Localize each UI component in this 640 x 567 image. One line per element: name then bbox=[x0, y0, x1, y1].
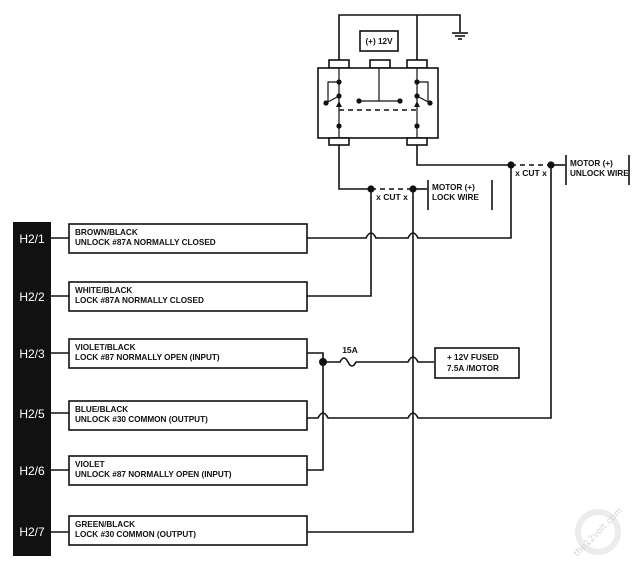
relay-body bbox=[317, 67, 439, 139]
wire-h2-1 bbox=[307, 165, 512, 239]
pin-label: H2/6 bbox=[19, 464, 45, 478]
pin-color: VIOLET/BLACK bbox=[75, 343, 136, 352]
pin-row-h2-7: H2/7 GREEN/BLACK LOCK #30 COMMON (OUTPUT… bbox=[19, 515, 308, 546]
power-source-box: + 12V FUSED 7.5A /MOTOR bbox=[434, 347, 520, 379]
relay-block bbox=[317, 59, 439, 146]
pin-row-h2-6: H2/6 VIOLET UNLOCK #87 NORMALLY OPEN (IN… bbox=[19, 455, 308, 486]
pin-color: WHITE/BLACK bbox=[75, 286, 132, 295]
pin-color: GREEN/BLACK bbox=[75, 520, 135, 529]
pin-function: LOCK #30 COMMON (OUTPUT) bbox=[75, 530, 196, 539]
pin-function: UNLOCK #30 COMMON (OUTPUT) bbox=[75, 415, 208, 424]
ground-icon bbox=[452, 32, 468, 40]
supply-label: (+) 12V bbox=[365, 37, 393, 46]
pin-label: H2/3 bbox=[19, 347, 45, 361]
pin-function: LOCK #87A NORMALLY CLOSED bbox=[75, 296, 204, 305]
pin-function: UNLOCK #87 NORMALLY OPEN (INPUT) bbox=[75, 470, 232, 479]
lock-cut-label: x CUT x bbox=[376, 192, 408, 202]
pin-color: BLUE/BLACK bbox=[75, 405, 128, 414]
relay-terminal-bottom-left bbox=[328, 137, 350, 146]
lock-wire-label-line2: LOCK WIRE bbox=[432, 193, 479, 202]
wire-h2-3-h2-6 bbox=[307, 352, 324, 471]
wire-h2-7 bbox=[307, 189, 414, 533]
power-box-line2: 7.5A /MOTOR bbox=[447, 364, 499, 373]
fuse-wire bbox=[323, 356, 434, 367]
pin-row-h2-5: H2/5 BLUE/BLACK UNLOCK #30 COMMON (OUTPU… bbox=[19, 400, 308, 431]
lock-wire-label-line1: MOTOR (+) bbox=[432, 183, 475, 192]
unlock-wire-label-line1: MOTOR (+) bbox=[570, 159, 613, 168]
connector-h2 bbox=[13, 222, 51, 556]
pin-label: H2/1 bbox=[19, 232, 45, 246]
pin-row-h2-3: H2/3 VIOLET/BLACK LOCK #87 NORMALLY OPEN… bbox=[19, 338, 308, 369]
pin-label: H2/5 bbox=[19, 407, 45, 421]
unlock-cut-label: x CUT x bbox=[515, 168, 547, 178]
power-box-line1: + 12V FUSED bbox=[447, 353, 499, 362]
wire-h2-2 bbox=[307, 189, 372, 297]
pin-function: LOCK #87 NORMALLY OPEN (INPUT) bbox=[75, 353, 220, 362]
watermark: the12volt.com bbox=[572, 506, 625, 559]
supply-label-box: (+) 12V bbox=[359, 30, 399, 52]
wire-h2-5 bbox=[307, 165, 552, 419]
unlock-motor-wire: x CUT x MOTOR (+) UNLOCK WIRE bbox=[416, 145, 630, 185]
pin-color: BROWN/BLACK bbox=[75, 228, 138, 237]
unlock-wire-label-line2: UNLOCK WIRE bbox=[570, 169, 629, 178]
pin-label: H2/7 bbox=[19, 525, 45, 539]
relay-terminal-bottom-right bbox=[406, 137, 428, 146]
pin-row-h2-1: H2/1 BROWN/BLACK UNLOCK #87A NORMALLY CL… bbox=[19, 223, 308, 254]
relay-terminal-top-left bbox=[328, 59, 350, 69]
pin-color: VIOLET bbox=[75, 460, 105, 469]
fuse-label: 15A bbox=[342, 345, 358, 355]
pin-function: UNLOCK #87A NORMALLY CLOSED bbox=[75, 238, 216, 247]
relay-supply-wiring bbox=[338, 14, 461, 60]
pin-row-h2-2: H2/2 WHITE/BLACK LOCK #87A NORMALLY CLOS… bbox=[19, 281, 308, 312]
relay-ground-wire bbox=[338, 14, 461, 60]
pin-label: H2/2 bbox=[19, 290, 45, 304]
relay-terminal-top-center bbox=[369, 59, 391, 69]
relay-terminal-top-right bbox=[406, 59, 428, 69]
lock-motor-wire: x CUT x MOTOR (+) LOCK WIRE bbox=[338, 145, 493, 210]
